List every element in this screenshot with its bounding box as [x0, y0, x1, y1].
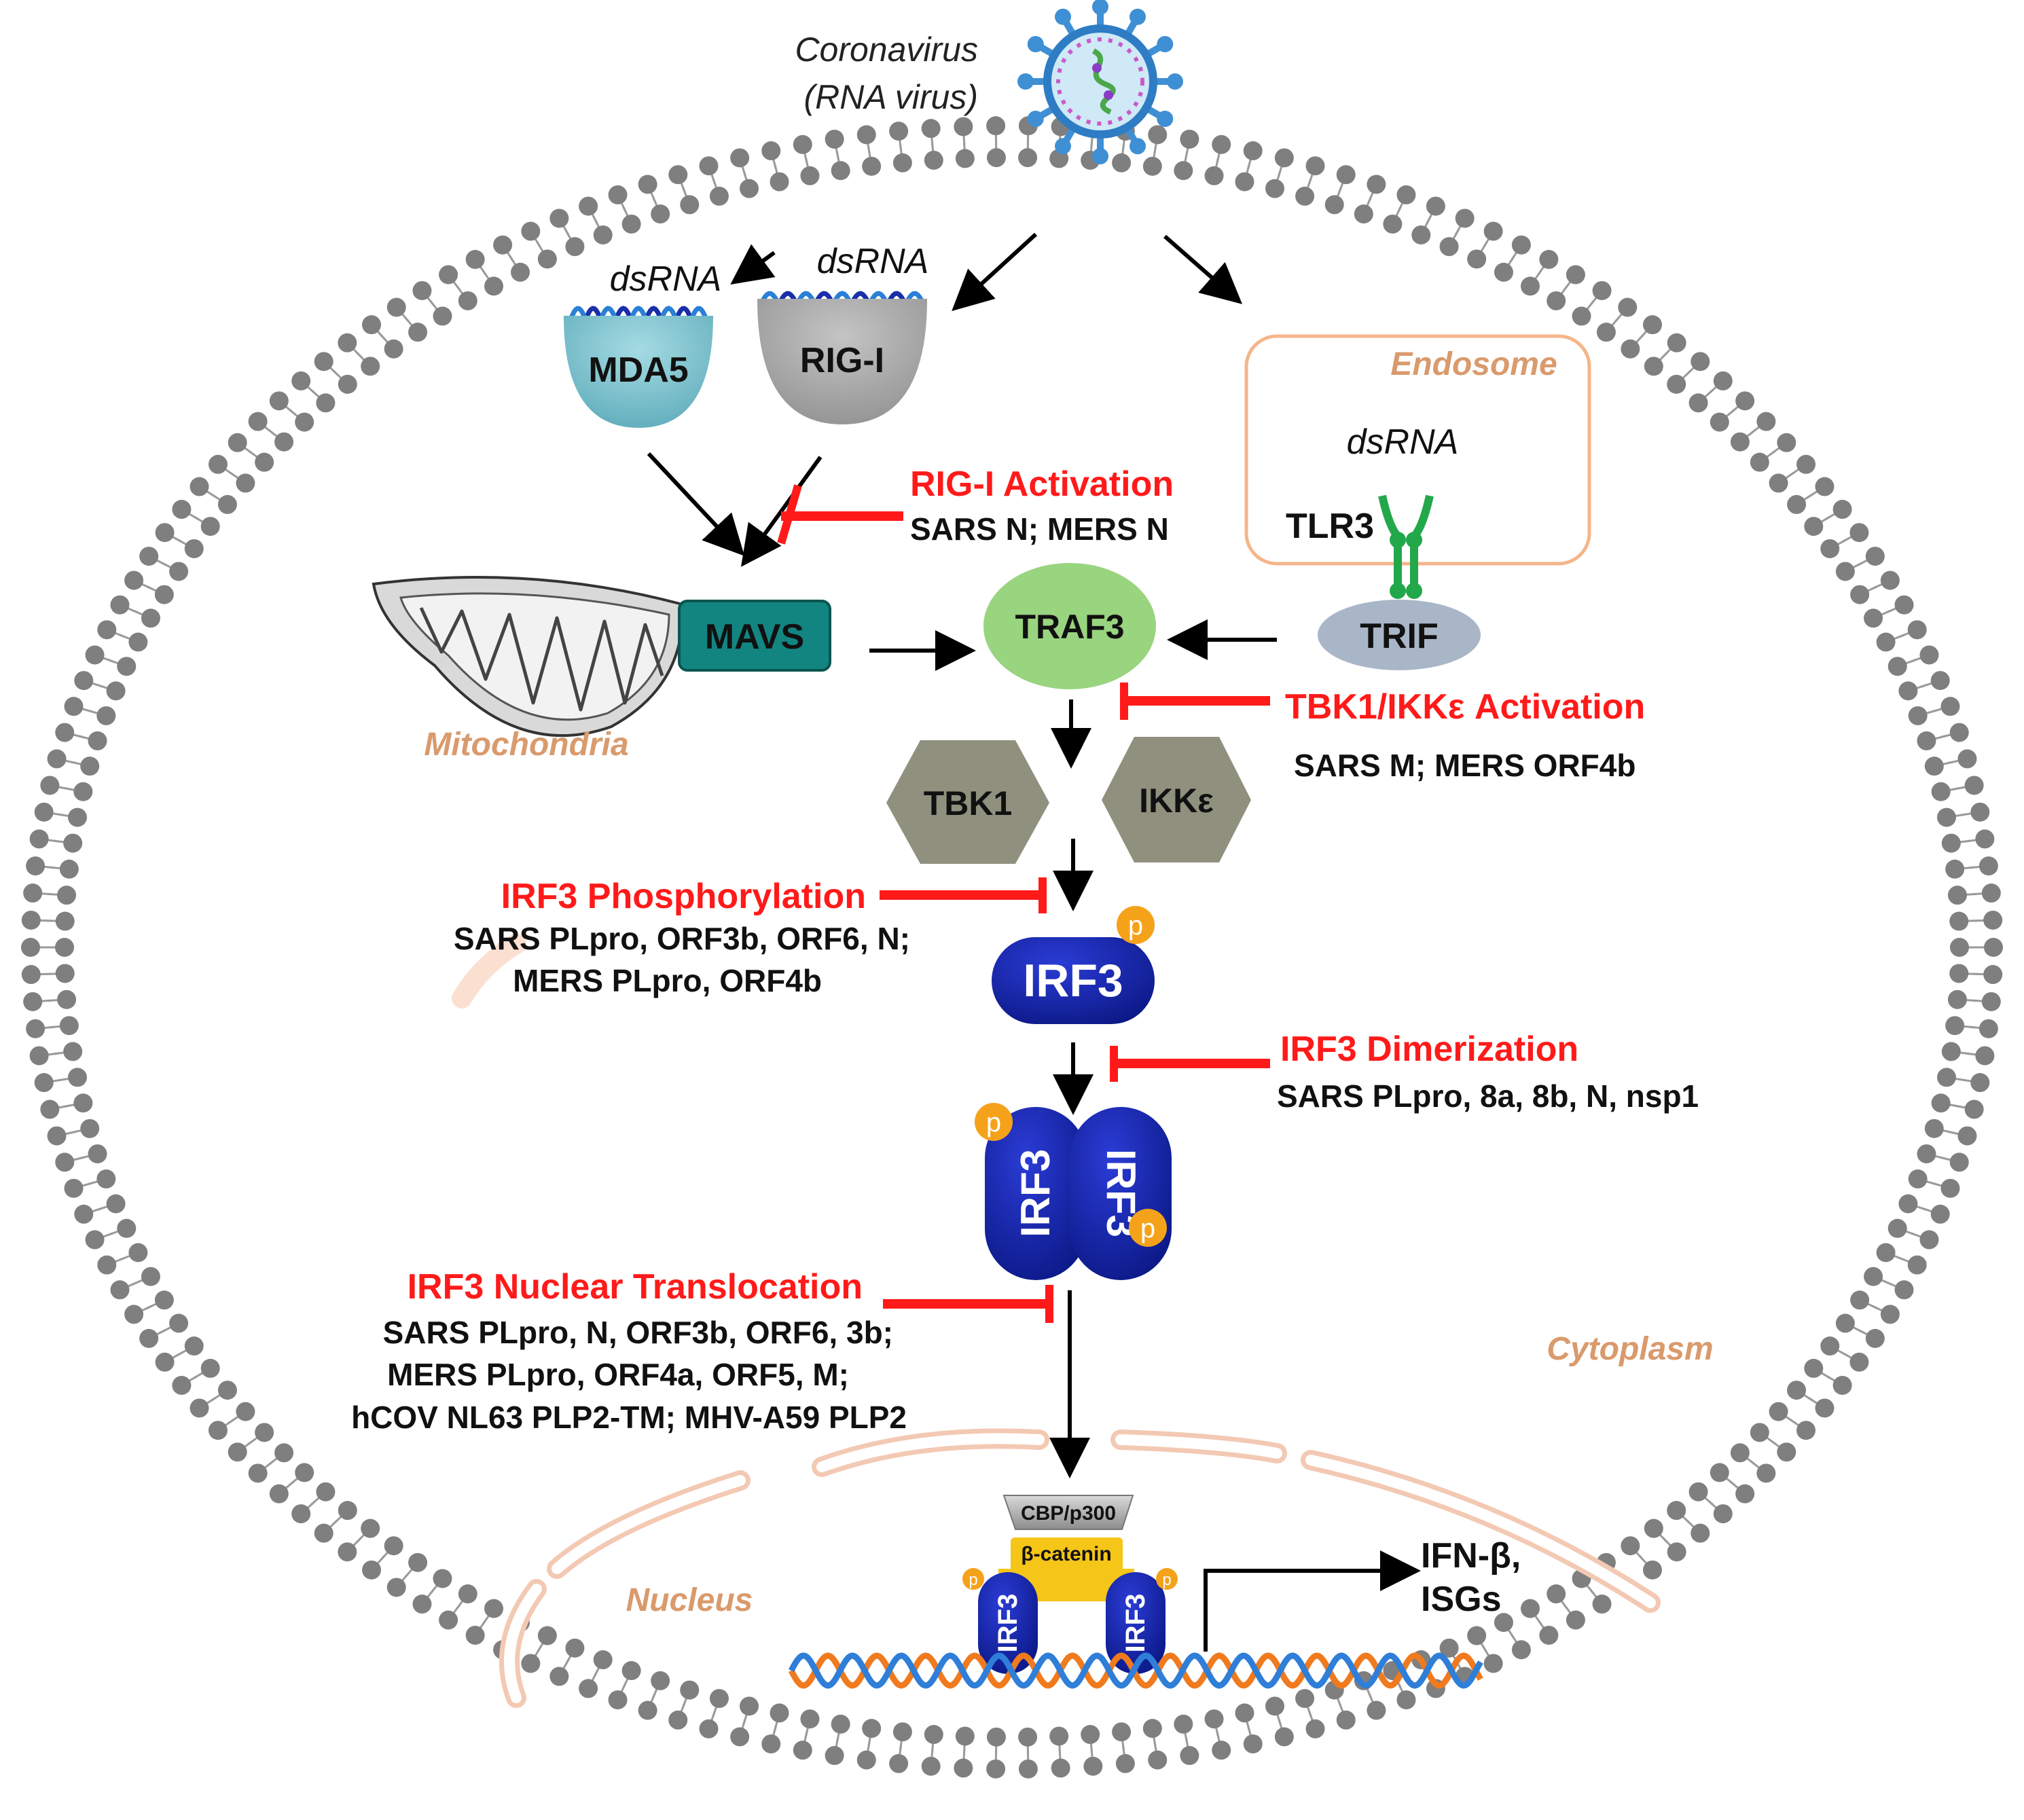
phospho-group	[1129, 1209, 1167, 1247]
irf3-bound-left: IRF3 p	[962, 1568, 1038, 1674]
ikke-label: IKKε	[1139, 782, 1214, 820]
inhibition-viral-proteins-translocation-1: SARS PLpro, N, ORF3b, ORF6, 3b;	[383, 1315, 893, 1350]
traf3-protein	[983, 563, 1156, 689]
inhibition-bars	[777, 484, 1270, 1323]
inhibition-viral-proteins-rigi: SARS N; MERS N	[910, 511, 1169, 547]
cbp-p300-coactivator	[1002, 1495, 1134, 1530]
irf3-monomer-label: IRF3	[1023, 955, 1123, 1006]
svg-text:IRF3: IRF3	[1121, 1594, 1151, 1653]
phospho-label: p	[1128, 911, 1143, 941]
arrows-to-mavs	[647, 452, 823, 567]
inhibition-viral-proteins-tbk1: SARS M; MERS ORF4b	[1294, 748, 1636, 783]
tbk1-label: TBK1	[924, 784, 1013, 822]
inhibition-title-translocation: IRF3 Nuclear Translocation	[408, 1267, 863, 1307]
mitochondrion	[372, 576, 685, 738]
mavs-protein	[678, 600, 831, 672]
irf3-dimer: IRF3 IRF3 p p	[975, 1103, 1172, 1280]
mavs-label: MAVS	[705, 617, 804, 657]
tlr3-label: TLR3	[1286, 507, 1374, 546]
mda5-receptor	[564, 316, 713, 428]
phospho-group	[1117, 906, 1155, 944]
trif-label: TRIF	[1360, 617, 1439, 656]
irf3-monomer	[992, 937, 1155, 1024]
mitochondria-label: Mitochondria	[424, 727, 628, 763]
dsrna-label-rigi: dsRNA	[817, 242, 929, 281]
beta-catenin	[1011, 1537, 1123, 1571]
svg-text:p: p	[1162, 1571, 1171, 1589]
arrow-virus-to-rigi	[952, 232, 1038, 312]
arrows-to-traf3	[869, 619, 1277, 769]
rigi-label: RIG-I	[800, 341, 884, 380]
inhibition-title-dimerization: IRF3 Dimerization	[1280, 1030, 1578, 1069]
dna-double-helix	[789, 1652, 1483, 1689]
inhibition-title-tbk1: TBK1/IKKε Activation	[1285, 687, 1645, 727]
arrow-virus-to-mda5	[730, 244, 776, 285]
dsrna-label-mda5: dsRNA	[610, 259, 722, 299]
ikke-kinase	[1102, 737, 1251, 862]
inhibition-viral-proteins-translocation-3: hCOV NL63 PLP2-TM; MHV-A59 PLP2	[351, 1400, 907, 1435]
svg-text:p: p	[969, 1571, 977, 1589]
inhibition-viral-proteins-phosphorylation-2: MERS PLpro, ORF4b	[513, 963, 822, 998]
inhibition-title-rigi: RIG-I Activation	[910, 465, 1174, 504]
inhibition-viral-proteins-dimerization: SARS PLpro, 8a, 8b, N, nsp1	[1277, 1078, 1699, 1114]
nuclear-envelope	[452, 934, 1661, 1708]
rigi-receptor	[757, 299, 927, 424]
beta-catenin-label: β-catenin	[1021, 1543, 1111, 1565]
trif-adaptor	[1318, 600, 1481, 670]
phospho-group	[975, 1103, 1013, 1141]
output-label-line1: IFN-β,	[1421, 1536, 1521, 1576]
transcription-arrow	[1204, 1550, 1421, 1652]
svg-text:p: p	[1140, 1214, 1155, 1243]
virus-label-line2: (RNA virus)	[804, 78, 978, 116]
output-label-line2: ISGs	[1421, 1580, 1502, 1619]
nucleus-label: Nucleus	[626, 1582, 753, 1618]
mda5-label: MDA5	[588, 350, 688, 390]
inhibition-viral-proteins-phosphorylation-1: SARS PLpro, ORF3b, ORF6, N;	[454, 921, 910, 956]
cbp-p300-label: CBP/p300	[1021, 1502, 1116, 1525]
traf3-label: TRAF3	[1015, 608, 1124, 646]
inhibition-title-phosphorylation: IRF3 Phosphorylation	[501, 877, 866, 916]
cytoplasm-label: Cytoplasm	[1547, 1331, 1713, 1367]
tbk1-kinase	[886, 740, 1049, 864]
svg-text:p: p	[986, 1108, 1001, 1138]
irf3-dimer-label-left: IRF3	[1013, 1149, 1058, 1237]
tlr3-receptor	[1378, 494, 1434, 599]
dsrna-label-tlr3: dsRNA	[1347, 422, 1459, 462]
entry-arrows	[730, 232, 1243, 312]
virus-label-line1: Coronavirus	[795, 31, 978, 69]
endosome-label: Endosome	[1390, 346, 1557, 382]
inhibition-viral-proteins-translocation-2: MERS PLpro, ORF4a, ORF5, M;	[387, 1357, 849, 1392]
svg-text:IRF3: IRF3	[993, 1594, 1023, 1653]
arrow-virus-to-endosome	[1163, 234, 1243, 304]
irf3-bound-right: IRF3 p	[1106, 1568, 1178, 1674]
coronavirus-particle	[1017, 0, 1183, 164]
